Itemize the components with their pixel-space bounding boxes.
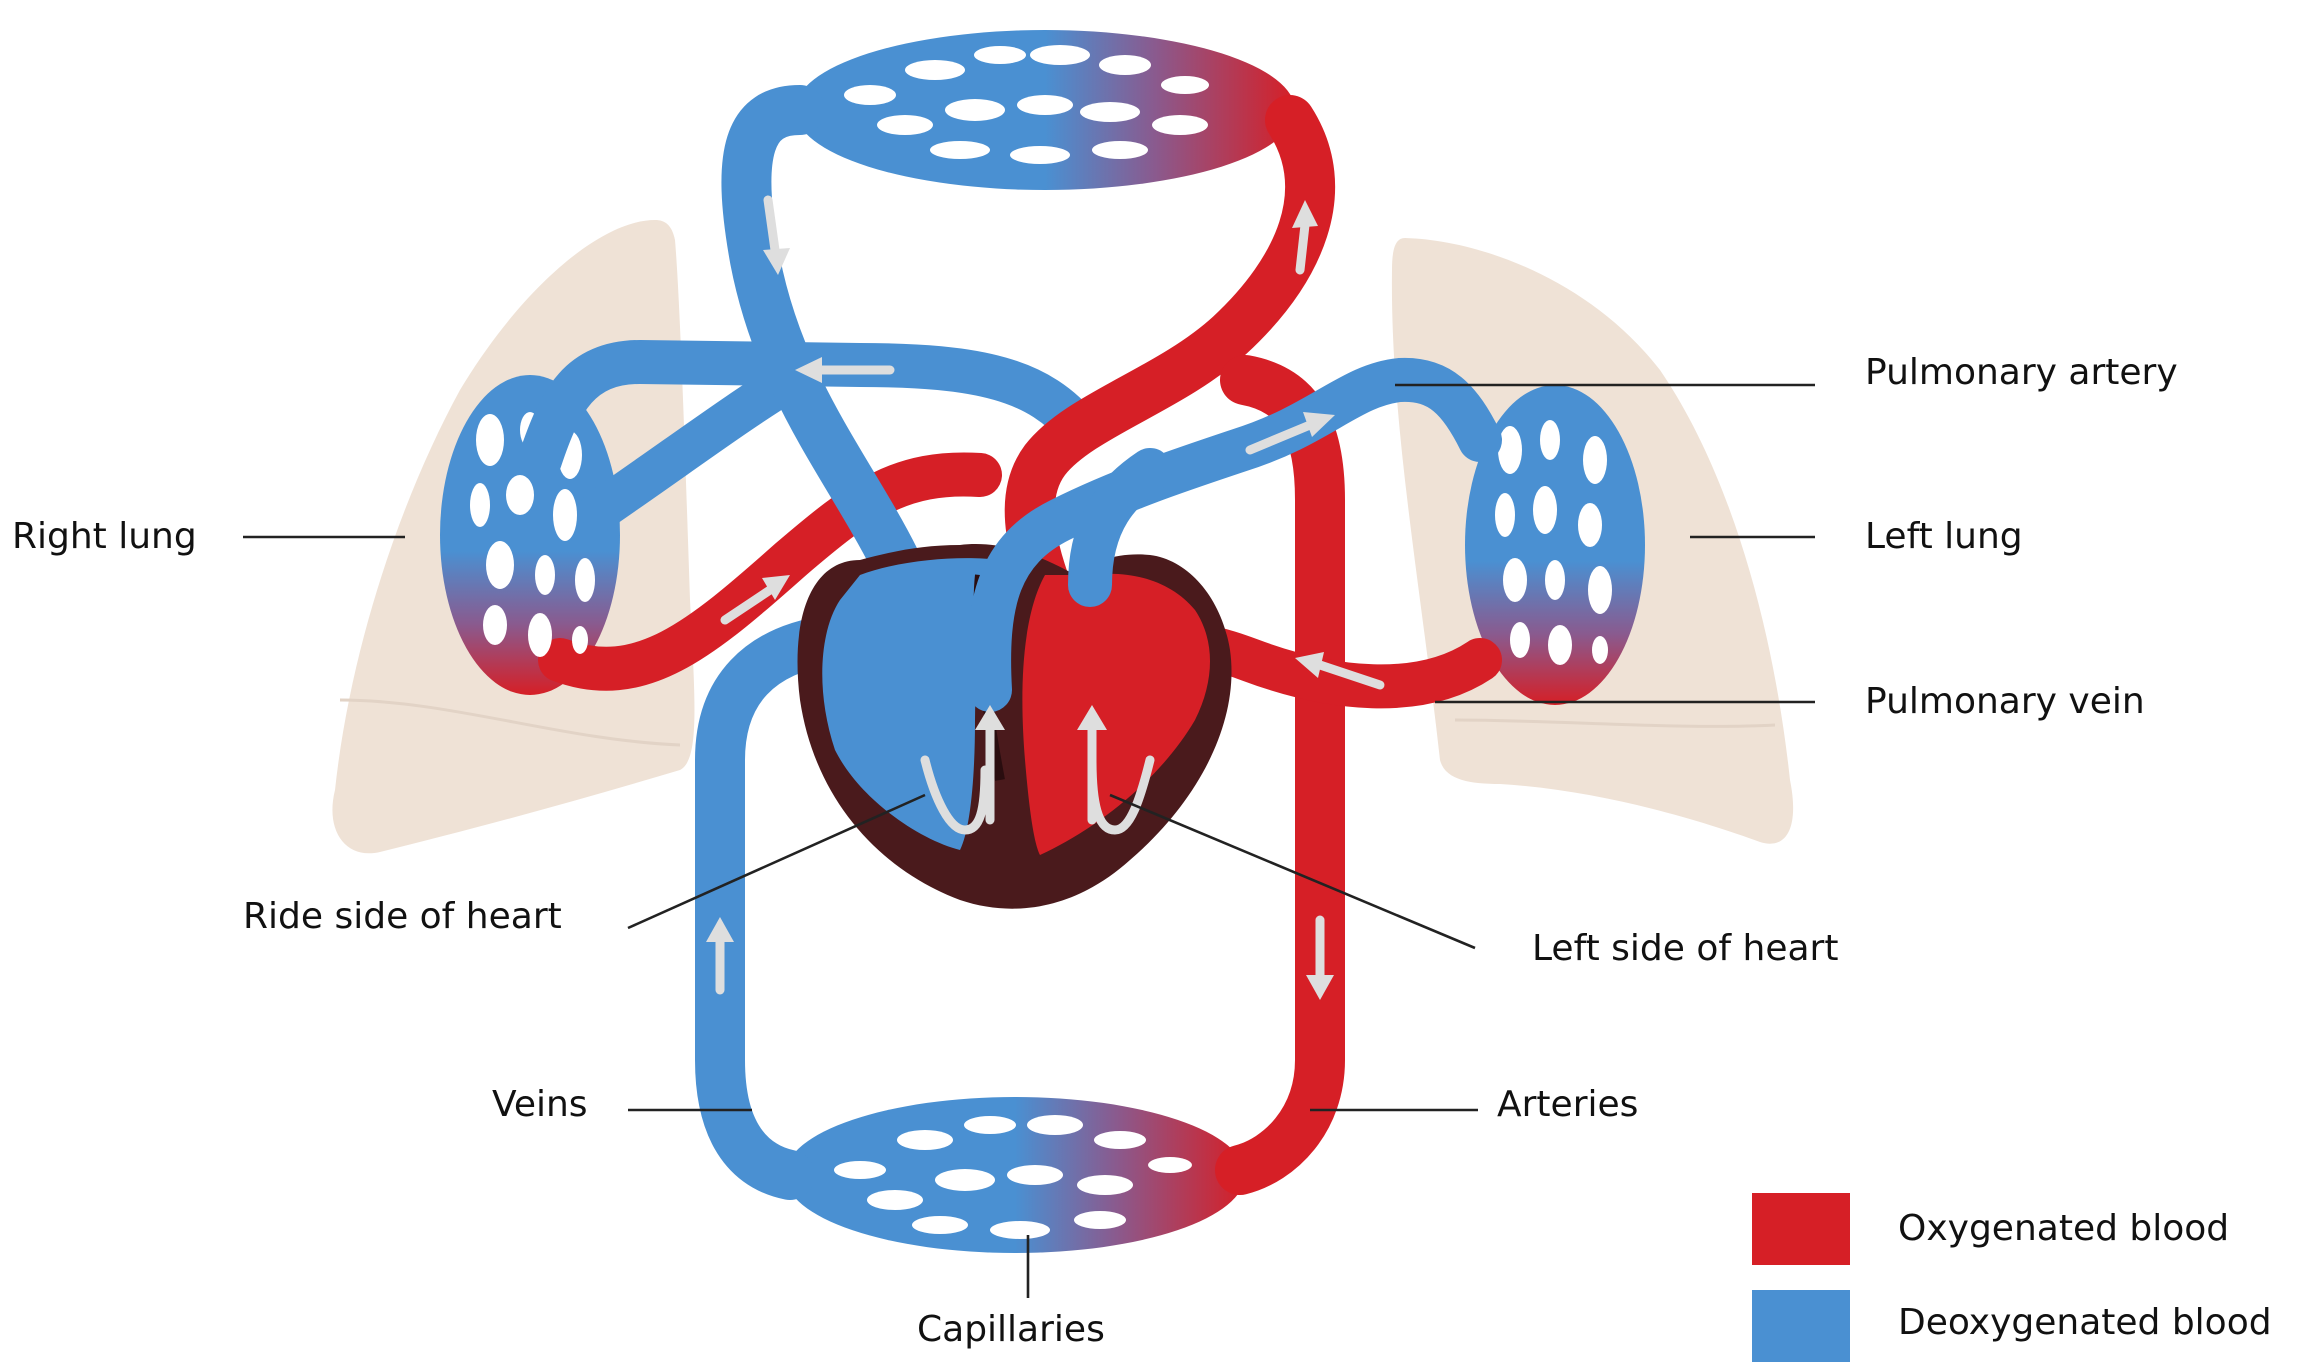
label-pulmonary-artery: Pulmonary artery [1865, 352, 2178, 393]
label-left-lung: Left lung [1865, 516, 2023, 557]
label-right-side-of-heart: Ride side of heart [243, 896, 562, 937]
upper-body-capillary-bed [795, 30, 1295, 190]
label-veins: Veins [492, 1084, 588, 1125]
label-capillaries: Capillaries [917, 1309, 1105, 1350]
label-right-lung: Right lung [12, 516, 197, 557]
label-left-side-of-heart: Left side of heart [1532, 928, 1838, 969]
lower-body-capillary-bed [785, 1097, 1245, 1253]
legend-swatch-deoxygenated [1752, 1290, 1850, 1362]
label-arteries: Arteries [1497, 1084, 1638, 1125]
legend-label-deoxygenated: Deoxygenated blood [1898, 1302, 2272, 1343]
label-pulmonary-vein: Pulmonary vein [1865, 681, 2145, 722]
legend: Oxygenated blood Deoxygenated blood [1752, 1193, 2272, 1362]
descending-aorta [1240, 380, 1320, 1170]
arrow-up-aorta [1300, 225, 1305, 270]
legend-swatch-oxygenated [1752, 1193, 1850, 1265]
legend-label-oxygenated: Oxygenated blood [1898, 1208, 2229, 1249]
